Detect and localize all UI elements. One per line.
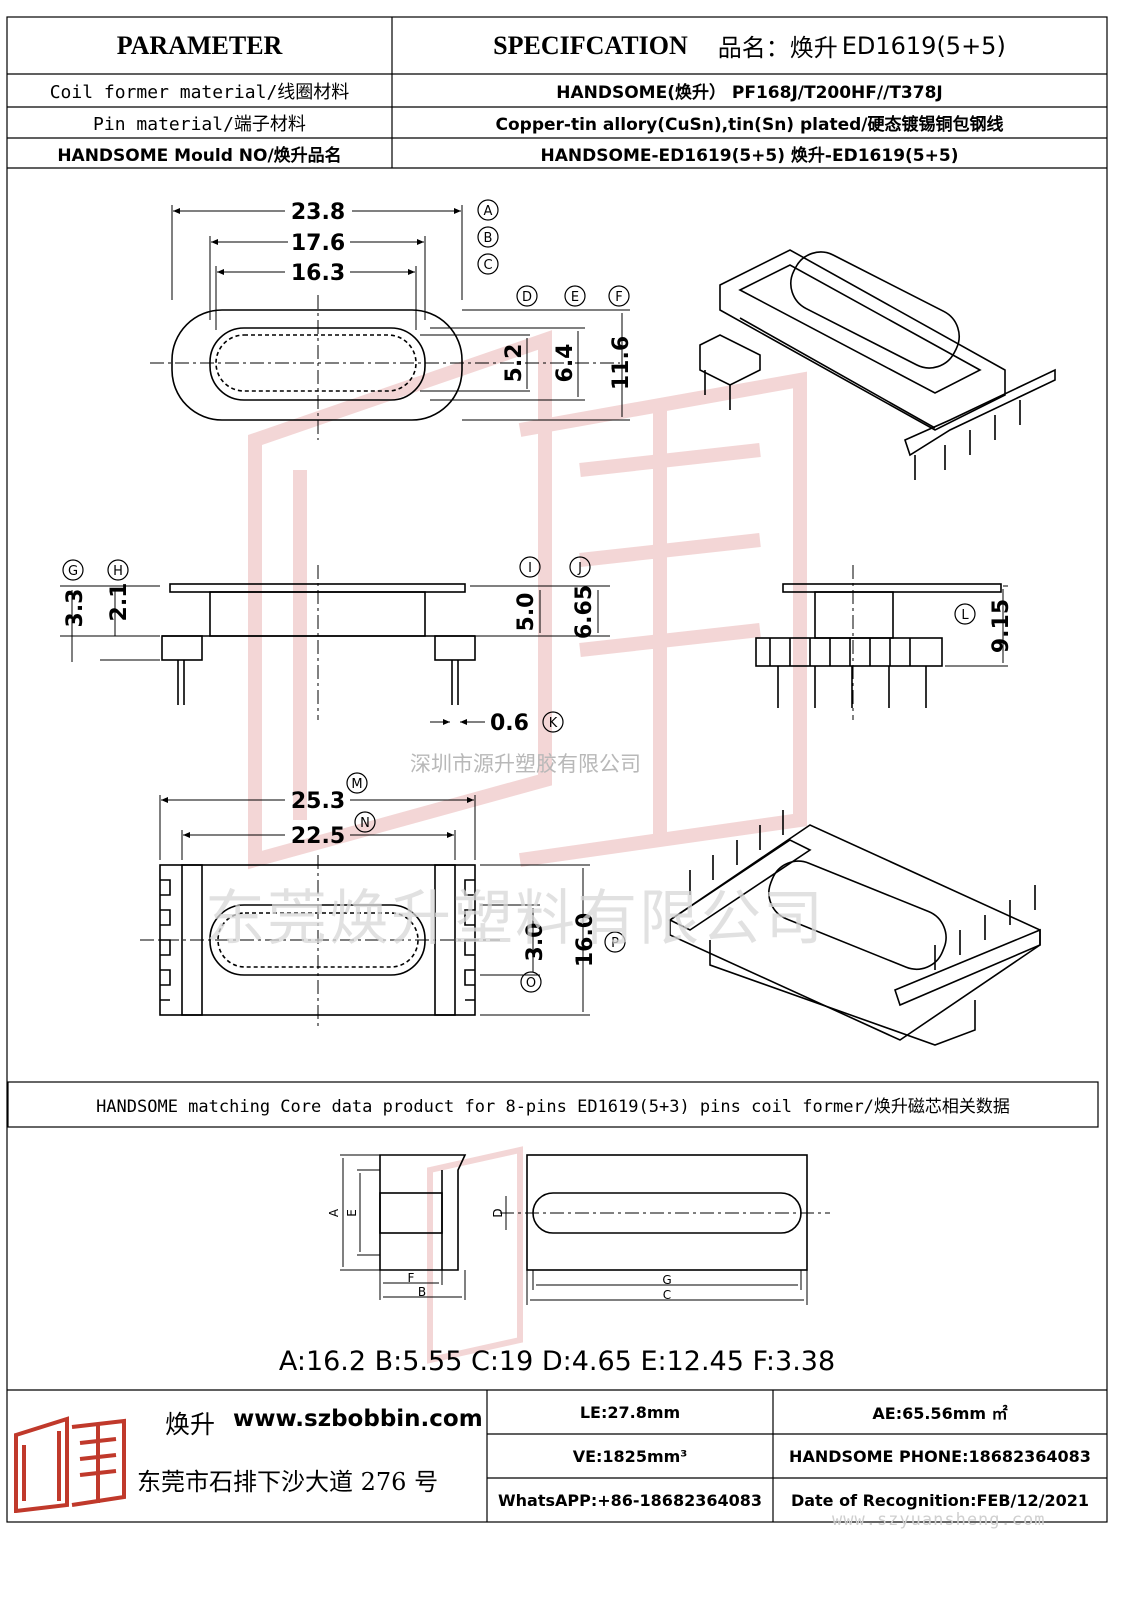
dim-0-6: 0.6: [490, 711, 529, 736]
specification-label: SPECIFCATION: [493, 30, 688, 60]
callout-f: F: [615, 290, 622, 305]
dim-16-3: 16.3: [291, 261, 345, 286]
dim-6-4: 6.4: [553, 344, 578, 383]
specification-heading: SPECIFCATION 品名：焕升 ED1619(5+5): [392, 17, 1107, 74]
row-value-pin-material: Copper-tin allory(CuSn),tin(Sn) plated/硬…: [495, 115, 1004, 135]
callout-g: G: [68, 564, 78, 579]
footer-website[interactable]: www.szbobbin.com: [233, 1406, 483, 1432]
callout-e: E: [571, 290, 579, 305]
row-value-coil-material: HANDSOME(焕升） PF168J/T200HF//T378J: [556, 83, 943, 103]
callout-p: P: [611, 936, 619, 951]
callout-i: I: [528, 561, 532, 576]
cell-whatsapp: WhatsAPP:+86-18682364083: [497, 1490, 762, 1510]
cell-date: Date of Recognition:FEB/12/2021: [790, 1490, 1090, 1510]
dim-25-3: 25.3: [291, 789, 345, 814]
dim-16-0: 16.0: [573, 913, 598, 967]
core-label-e: E: [345, 1209, 359, 1217]
iso-view-top: [699, 249, 1056, 480]
end-view: [755, 565, 1008, 720]
callout-o: O: [526, 976, 536, 991]
iso-view-bottom: [668, 810, 1041, 1046]
dim-5-0: 5.0: [514, 593, 539, 632]
core-label-d: D: [491, 1208, 505, 1217]
callout-d: D: [522, 290, 532, 305]
callout-h: H: [113, 564, 123, 579]
bottom-view: [140, 795, 590, 1030]
core-label-g: G: [662, 1273, 671, 1287]
company-logo-icon: [14, 1416, 126, 1513]
top-view: [150, 205, 630, 440]
dim-5-2: 5.2: [502, 344, 527, 383]
dim-22-5: 22.5: [291, 824, 345, 849]
callout-n: N: [360, 816, 370, 831]
parameter-heading: PARAMETER: [116, 30, 283, 60]
dim-6-65: 6.65: [572, 585, 597, 639]
cell-phone: HANDSOME PHONE:18682364083: [789, 1446, 1091, 1466]
callout-m: M: [351, 777, 362, 792]
watermark-big-text: 东莞焕升塑料有限公司: [205, 884, 825, 954]
watermark-url: www.szyuansheng.com: [832, 1510, 1046, 1530]
core-label-f: F: [408, 1271, 415, 1285]
core-values: A:16.2 B:5.55 C:19 D:4.65 E:12.45 F:3.38: [278, 1345, 836, 1377]
dim-3-0: 3.0: [523, 923, 548, 962]
callout-j: J: [577, 561, 582, 576]
row-label-mould-no: HANDSOME Mould NO/焕升品名: [57, 145, 342, 166]
row-value-mould-no: HANDSOME-ED1619(5+5) 焕升-ED1619(5+5): [540, 145, 959, 166]
callout-a: A: [484, 204, 493, 219]
row-label-coil-material: Coil former material/线圈材料: [49, 81, 350, 103]
dim-9-15: 9.15: [989, 599, 1014, 653]
cell-ae: AE:65.56mm ㎡: [872, 1404, 1008, 1423]
core-section-title: HANDSOME matching Core data product for …: [96, 1097, 1010, 1117]
callout-l: L: [961, 608, 969, 623]
cell-le: LE:27.8mm: [579, 1402, 681, 1422]
dim-2-1: 2.1: [107, 583, 132, 622]
core-label-c: C: [663, 1288, 671, 1302]
dim-17-6: 17.6: [291, 231, 345, 256]
product-name-label: 品名：焕升: [717, 34, 838, 62]
row-label-pin-material: Pin material/端子材料: [93, 113, 306, 135]
dim-3-3: 3.3: [63, 589, 88, 628]
core-drawing: [340, 1154, 830, 1305]
cell-ve: VE:1825mm³: [572, 1446, 688, 1466]
callout-k: K: [549, 716, 558, 731]
watermark-company-text: 深圳市源升塑胶有限公司: [410, 752, 641, 776]
dim-23-8: 23.8: [291, 200, 345, 225]
footer-brand: 焕升: [165, 1410, 216, 1439]
footer-address: 东莞市石排下沙大道 276 号: [137, 1468, 439, 1496]
core-label-b: B: [418, 1285, 426, 1299]
core-label-a: A: [327, 1208, 341, 1217]
dim-11-6: 11.6: [609, 336, 634, 390]
product-name-value: ED1619(5+5): [841, 31, 1006, 60]
side-view: [60, 565, 610, 725]
callout-b: B: [484, 231, 493, 246]
callout-c: C: [483, 258, 492, 273]
